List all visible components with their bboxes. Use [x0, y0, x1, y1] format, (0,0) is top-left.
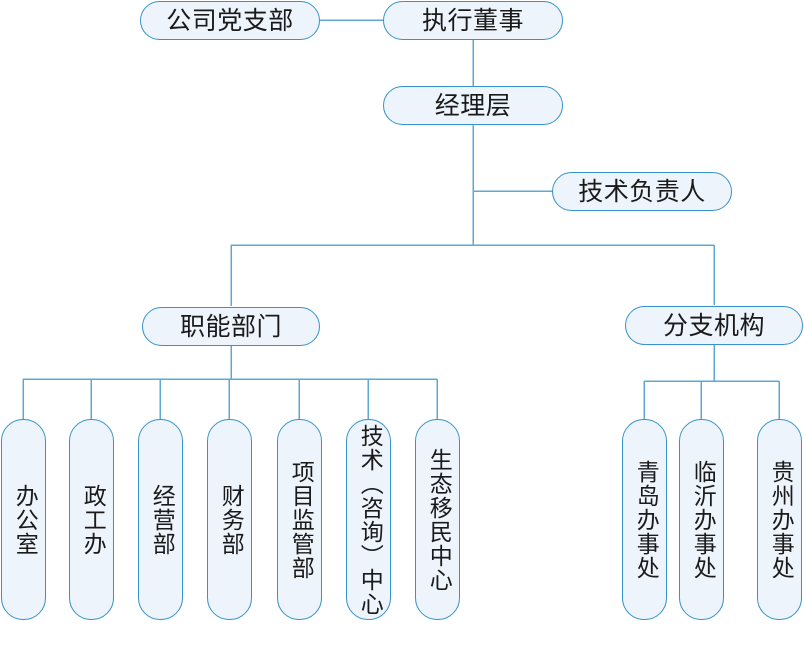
node-linyi-office[interactable]: 临沂办事处	[679, 419, 724, 620]
node-executive-director[interactable]: 执行董事	[383, 1, 563, 40]
node-label: 公司党支部	[166, 6, 294, 35]
node-label: 办公室	[11, 483, 38, 556]
node-guizhou-office[interactable]: 贵州办事处	[757, 419, 802, 620]
node-manager-layer[interactable]: 经理层	[383, 86, 563, 125]
node-label: 技术（咨询）中心	[356, 423, 383, 616]
node-label: 经营部	[148, 483, 175, 556]
node-label: 经理层	[434, 91, 512, 120]
node-political-work-office[interactable]: 政工办	[69, 419, 114, 620]
node-label: 技术负责人	[578, 177, 706, 206]
node-ecological-migration-center[interactable]: 生态移民中心	[415, 419, 460, 620]
node-technology-consulting-center[interactable]: 技术（咨询）中心	[346, 419, 391, 620]
node-branch-organizations[interactable]: 分支机构	[625, 306, 803, 345]
node-office[interactable]: 办公室	[1, 419, 46, 620]
node-label: 临沂办事处	[689, 459, 716, 580]
node-project-supervision-department[interactable]: 项目监管部	[277, 419, 322, 620]
node-label: 财务部	[217, 483, 244, 556]
node-label: 执行董事	[421, 6, 524, 35]
node-party-branch[interactable]: 公司党支部	[140, 1, 320, 40]
node-operations-department[interactable]: 经营部	[138, 419, 183, 620]
node-technical-director[interactable]: 技术负责人	[552, 172, 732, 211]
node-functional-departments[interactable]: 职能部门	[142, 307, 320, 346]
node-finance-department[interactable]: 财务部	[207, 419, 252, 620]
node-qingdao-office[interactable]: 青岛办事处	[622, 419, 667, 620]
node-label: 职能部门	[179, 312, 282, 341]
node-label: 分支机构	[662, 311, 765, 340]
node-label: 项目监管部	[287, 459, 314, 580]
node-label: 政工办	[79, 483, 106, 556]
node-label: 青岛办事处	[632, 459, 659, 580]
node-label: 贵州办事处	[767, 459, 794, 580]
node-label: 生态移民中心	[425, 447, 452, 592]
